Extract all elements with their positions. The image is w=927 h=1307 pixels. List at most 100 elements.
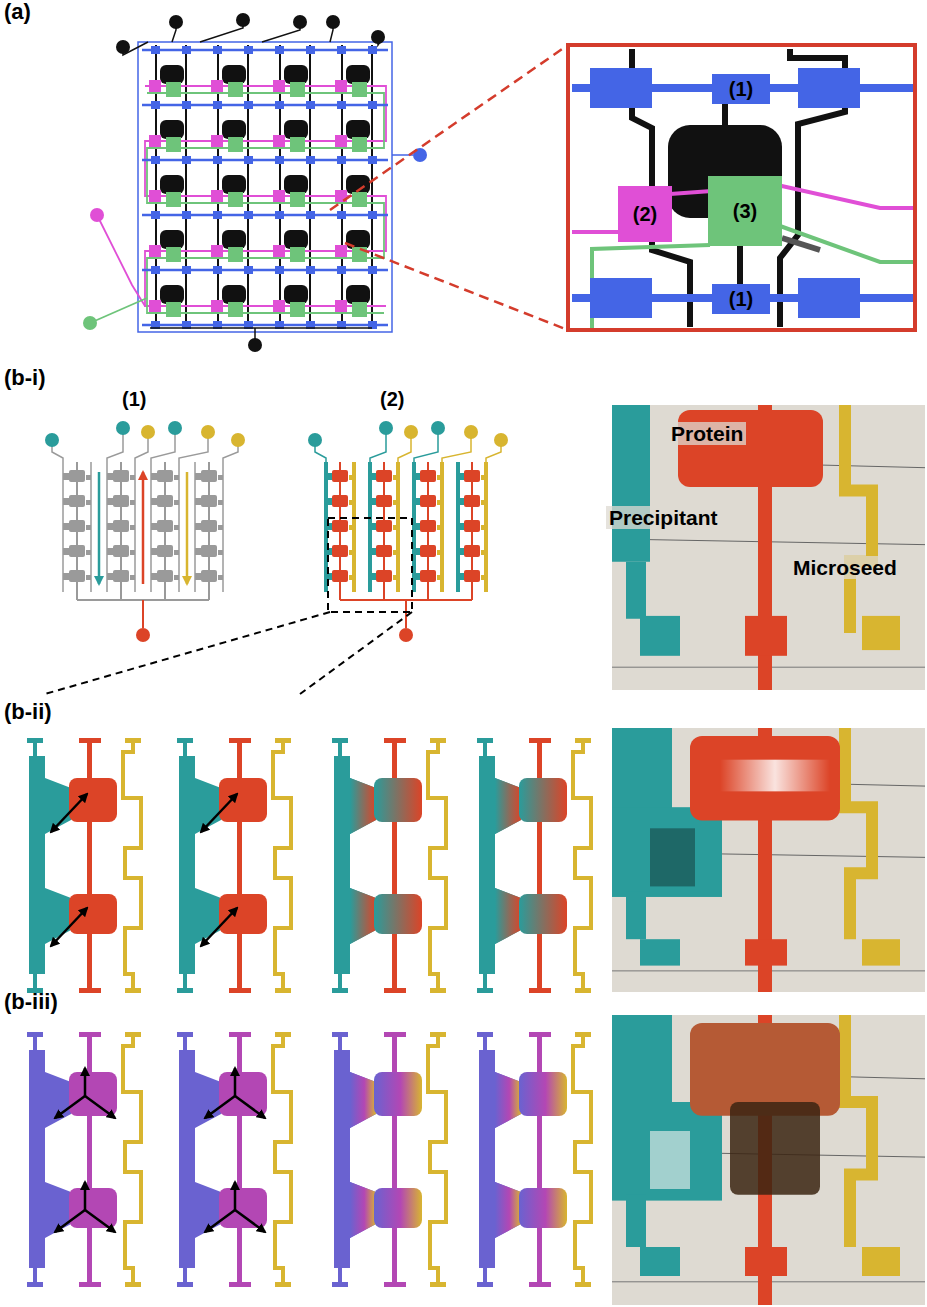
reservoir — [414, 473, 420, 480]
port-stub — [477, 1282, 493, 1287]
valve-pad — [228, 247, 243, 262]
valve-pad — [335, 135, 347, 147]
valve — [182, 211, 191, 219]
valve — [337, 46, 346, 54]
chamber — [69, 1188, 117, 1228]
valve — [213, 211, 222, 219]
photo-protein — [690, 736, 840, 820]
valve — [213, 101, 222, 109]
port-stub — [177, 1282, 193, 1287]
port-stub — [125, 738, 141, 743]
port-stub — [79, 1032, 101, 1037]
channel — [237, 738, 242, 993]
flow-arrow — [186, 472, 189, 584]
reservoir — [86, 500, 91, 505]
diffusion-arrow — [235, 1210, 265, 1232]
chamber — [346, 285, 370, 304]
valve — [275, 156, 284, 164]
reservoir — [414, 548, 420, 555]
diffusion-arrow — [55, 1210, 85, 1232]
valve — [306, 101, 315, 109]
diffusion-arrow — [85, 1210, 115, 1232]
callout-number: (1) — [729, 288, 753, 310]
inlet-port — [169, 15, 183, 29]
port-stub — [27, 1282, 43, 1287]
photo-ground — [612, 405, 925, 690]
reservoir — [151, 573, 157, 580]
port-stub — [477, 1032, 493, 1037]
chamber — [69, 894, 117, 934]
channel — [273, 738, 291, 993]
port-stub — [529, 988, 551, 993]
reservoir — [195, 498, 201, 505]
valve — [337, 101, 346, 109]
photo-shading — [650, 1131, 690, 1189]
diffusion-arrow — [205, 1096, 235, 1118]
port-stub — [275, 1032, 291, 1037]
port-stub — [529, 738, 551, 743]
valve-pad — [166, 302, 181, 317]
reservoir — [107, 548, 113, 555]
reservoir — [414, 573, 420, 580]
port-stub — [332, 1282, 348, 1287]
diffusion-arrow — [201, 908, 237, 946]
reservoir — [107, 573, 113, 580]
valve-pad — [166, 82, 181, 97]
chamber — [219, 778, 267, 822]
valve — [306, 156, 315, 164]
chamber — [420, 570, 436, 582]
inlet-port — [431, 421, 445, 435]
inlet-port — [326, 15, 340, 29]
valve-pad — [290, 82, 305, 97]
valve — [306, 211, 315, 219]
chamber — [464, 520, 480, 532]
outlet-port — [399, 628, 413, 642]
chamber — [157, 520, 173, 532]
valve-pad — [211, 300, 223, 312]
reservoir — [481, 525, 486, 530]
valve — [337, 211, 346, 219]
chamber — [69, 495, 85, 507]
valve — [182, 101, 191, 109]
photo-precipitant — [612, 1102, 722, 1201]
chamber — [69, 470, 85, 482]
inlet-port — [231, 433, 245, 447]
chamber — [376, 520, 392, 532]
valve-line — [142, 324, 388, 327]
chamber — [332, 470, 348, 482]
valve-pad — [273, 135, 285, 147]
reservoir — [326, 473, 332, 480]
chamber — [160, 285, 184, 304]
reservoir — [86, 475, 91, 480]
valve-pad — [273, 80, 285, 92]
chamber — [222, 175, 246, 194]
diffusion-arrow — [51, 794, 87, 832]
photo-microseed — [862, 616, 900, 650]
inlet-port — [308, 433, 322, 447]
reservoir — [130, 525, 135, 530]
chamber — [346, 120, 370, 139]
control-port — [83, 316, 97, 330]
reservoir — [151, 523, 157, 530]
port-stub — [575, 738, 591, 743]
reservoir — [481, 550, 486, 555]
port-stub — [430, 1032, 446, 1037]
valve-pad — [290, 247, 305, 262]
reservoir — [174, 475, 179, 480]
port-stub — [275, 738, 291, 743]
diffusion-arrow — [84, 1182, 87, 1210]
photo-ground — [612, 728, 925, 992]
panel-label: (a) — [4, 0, 31, 24]
chamber — [374, 894, 422, 934]
channel — [537, 1032, 542, 1287]
reservoir — [107, 473, 113, 480]
control-line — [670, 186, 913, 208]
ternary-unit-diffused — [332, 1032, 446, 1287]
port-stub — [27, 1032, 43, 1037]
chamber — [201, 495, 217, 507]
chamber — [113, 545, 129, 557]
channel — [537, 738, 542, 993]
diffusion-arrow — [84, 1068, 87, 1096]
reservoir — [130, 550, 135, 555]
binary-unit-diffused — [477, 738, 591, 993]
